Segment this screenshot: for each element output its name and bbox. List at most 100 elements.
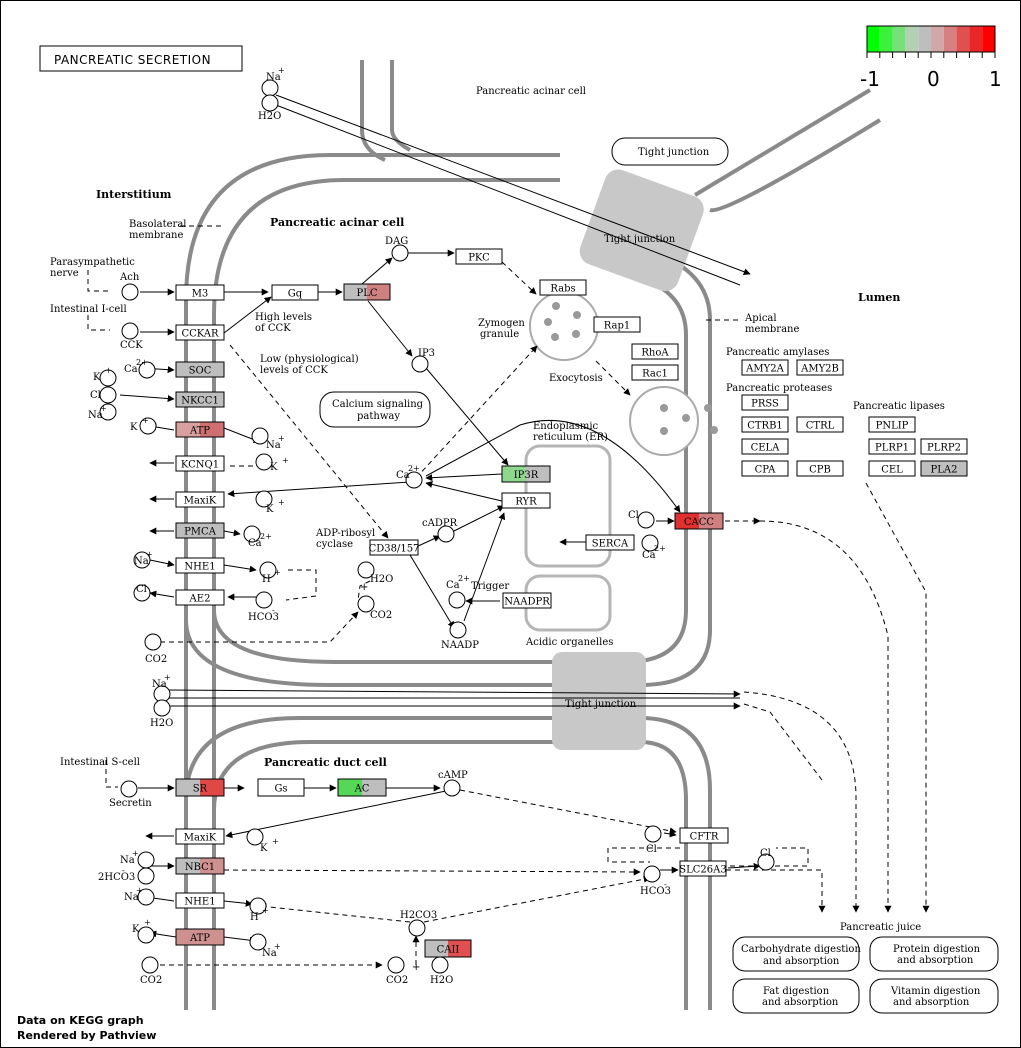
compound-hco3[interactable]: HCO3- — [640, 865, 671, 897]
gene-ac[interactable]: AC — [337, 778, 387, 797]
compound-na[interactable]: Na+ — [261, 66, 285, 97]
gene-atp1[interactable]: ATP — [175, 421, 225, 438]
gene-nhe1b[interactable]: NHE1 — [175, 892, 225, 909]
gene-ryr[interactable]: RYR — [501, 492, 551, 509]
gene-gs[interactable]: Gs — [257, 778, 305, 797]
gene-cckar[interactable]: CCKAR — [175, 324, 225, 341]
gene-caii[interactable]: CAII — [424, 939, 472, 958]
gene-plrp2[interactable]: PLRP2 — [920, 438, 968, 455]
compound-h2o[interactable]: H2O — [357, 561, 393, 585]
gene-cd38[interactable]: CD38/157 — [369, 539, 420, 556]
gene-atp2[interactable]: ATP — [175, 928, 225, 946]
compound-charge: + — [274, 942, 281, 951]
gene-ctrl[interactable]: CTRL — [796, 416, 844, 433]
compound-ca[interactable]: Ca2+ — [124, 358, 156, 379]
gene-cftr[interactable]: CFTR — [679, 827, 729, 844]
gene-maxik2[interactable]: MaxiK — [175, 828, 225, 845]
gene-pnlip[interactable]: PNLIP — [868, 416, 916, 433]
gene-naadpr[interactable]: NAADPR — [502, 592, 552, 609]
compound-camp[interactable]: cAMP — [438, 770, 468, 797]
gene-ip3r[interactable]: IP3R — [501, 465, 551, 483]
gene-pkc[interactable]: PKC — [455, 248, 503, 265]
gene-sr[interactable]: SR — [175, 778, 225, 797]
gene-cpa[interactable]: CPA — [741, 460, 789, 477]
gene-rac1[interactable]: Rac1 — [631, 364, 679, 381]
compound-k[interactable]: K+ — [130, 416, 157, 435]
gene-border — [593, 316, 641, 333]
gene-cpb[interactable]: CPB — [796, 460, 844, 477]
compound-dag[interactable]: DAG — [385, 236, 409, 262]
gene-plc[interactable]: PLC — [343, 283, 391, 301]
pathway-link-fat[interactable]: Fat digestion and absorption — [732, 978, 860, 1014]
compound-na[interactable]: Na+ — [251, 427, 285, 451]
compound-na[interactable]: Na+ — [120, 849, 155, 869]
gene-nbc1[interactable]: NBC1 — [175, 857, 225, 875]
compound-ca[interactable]: Ca2+ — [243, 525, 272, 549]
gene-kcnq1[interactable]: KCNQ1 — [175, 455, 225, 472]
compound-na[interactable]: Na+ — [133, 550, 153, 569]
compound-na[interactable]: Na+ — [88, 403, 117, 421]
gene-border — [424, 939, 472, 958]
gene-pla2[interactable]: PLA2 — [920, 460, 968, 477]
calcium-signaling-link[interactable]: Calcium signaling pathway — [319, 391, 431, 428]
gene-nkcc1[interactable]: NKCC1 — [175, 391, 225, 408]
compound-ca[interactable]: Ca2+ — [396, 464, 423, 489]
gene-amy2b[interactable]: AMY2B — [796, 359, 844, 376]
gene-prss[interactable]: PRSS — [741, 394, 789, 411]
compound-cck[interactable]: CCK — [120, 322, 143, 351]
gene-amy2a[interactable]: AMY2A — [741, 359, 789, 376]
compound-ca[interactable]: Ca2+ — [446, 574, 470, 609]
compound-hco3[interactable]: HCO3- — [248, 591, 279, 623]
gene-nhe1a[interactable]: NHE1 — [175, 557, 225, 574]
gene-rabs[interactable]: Rabs — [539, 279, 587, 296]
compound-cl[interactable]: Cl — [644, 825, 662, 855]
compound-h2o[interactable]: H2O — [430, 956, 453, 986]
compound-nahco3[interactable]: 2HCO3- — [98, 866, 155, 885]
gene-soc[interactable]: SOC — [175, 361, 225, 378]
compound-h2co3[interactable]: H2CO3 — [400, 910, 437, 937]
gene-plrp1[interactable]: PLRP1 — [868, 438, 916, 455]
gene-rap1[interactable]: Rap1 — [593, 316, 641, 333]
compound-co2[interactable]: CO2 — [140, 956, 162, 986]
pathway-link-protein[interactable]: Protein digestion and absorption — [869, 936, 999, 972]
compound-na[interactable]: Na+ — [249, 933, 281, 959]
compound-ca[interactable]: Ca2+ — [641, 534, 666, 561]
gene-ae2[interactable]: AE2 — [175, 589, 225, 606]
compound-cl[interactable]: Cl — [133, 584, 151, 602]
pathway-link-carb[interactable]: Carbohydrate digestion and absorption — [732, 936, 861, 972]
gene-gq[interactable]: Gq — [271, 284, 319, 301]
compound-na[interactable]: Na+ — [152, 673, 171, 703]
compound-h2o[interactable]: H2O — [258, 94, 281, 122]
compound-ip3[interactable]: IP3 — [411, 348, 435, 373]
compound-co2[interactable]: CO2 — [386, 956, 408, 986]
gene-cacc[interactable]: CACC — [674, 512, 724, 530]
compound-h2o[interactable]: H2O — [150, 699, 173, 729]
compound-secretin[interactable]: Secretin — [109, 780, 152, 809]
compound-cadpr[interactable]: cADPR — [422, 518, 458, 543]
gene-cel[interactable]: CEL — [868, 460, 916, 477]
compound-co2[interactable]: CO2 — [144, 633, 167, 665]
compound-cl[interactable]: Cl — [757, 848, 775, 871]
gene-m3[interactable]: M3 — [175, 284, 225, 301]
gene-rhoa[interactable]: RhoA — [631, 343, 679, 360]
gene-serca[interactable]: SERCA — [585, 534, 635, 551]
gene-maxik1[interactable]: MaxiK — [175, 491, 225, 508]
compound-ach[interactable]: Ach — [119, 272, 140, 301]
compound-k[interactable]: K+ — [246, 828, 279, 854]
compound-naadp[interactable]: NAADP — [441, 621, 479, 651]
compound-cl[interactable]: Cl — [628, 510, 655, 529]
gene-cela[interactable]: CELA — [741, 438, 789, 455]
compound-cl[interactable]: Cl — [90, 386, 117, 404]
compound-k[interactable]: K+ — [93, 366, 117, 387]
compound-h[interactable]: H+ — [249, 897, 269, 923]
pathway-link-vitamin[interactable]: Vitamin digestion and absorption — [869, 978, 999, 1014]
gene-slc26a3[interactable]: SLC26A3 — [679, 860, 727, 877]
gene-ctrb1[interactable]: CTRB1 — [741, 416, 789, 433]
compound-na[interactable]: Na+ — [124, 886, 155, 906]
compound-h[interactable]: H+ — [259, 561, 281, 585]
compound-k[interactable]: K+ — [132, 918, 155, 944]
compound-co2[interactable]: CO2 — [357, 595, 392, 621]
compound-k[interactable]: K+ — [255, 453, 289, 473]
compound-k[interactable]: K+ — [255, 490, 285, 515]
gene-pmca[interactable]: PMCA — [175, 522, 225, 539]
